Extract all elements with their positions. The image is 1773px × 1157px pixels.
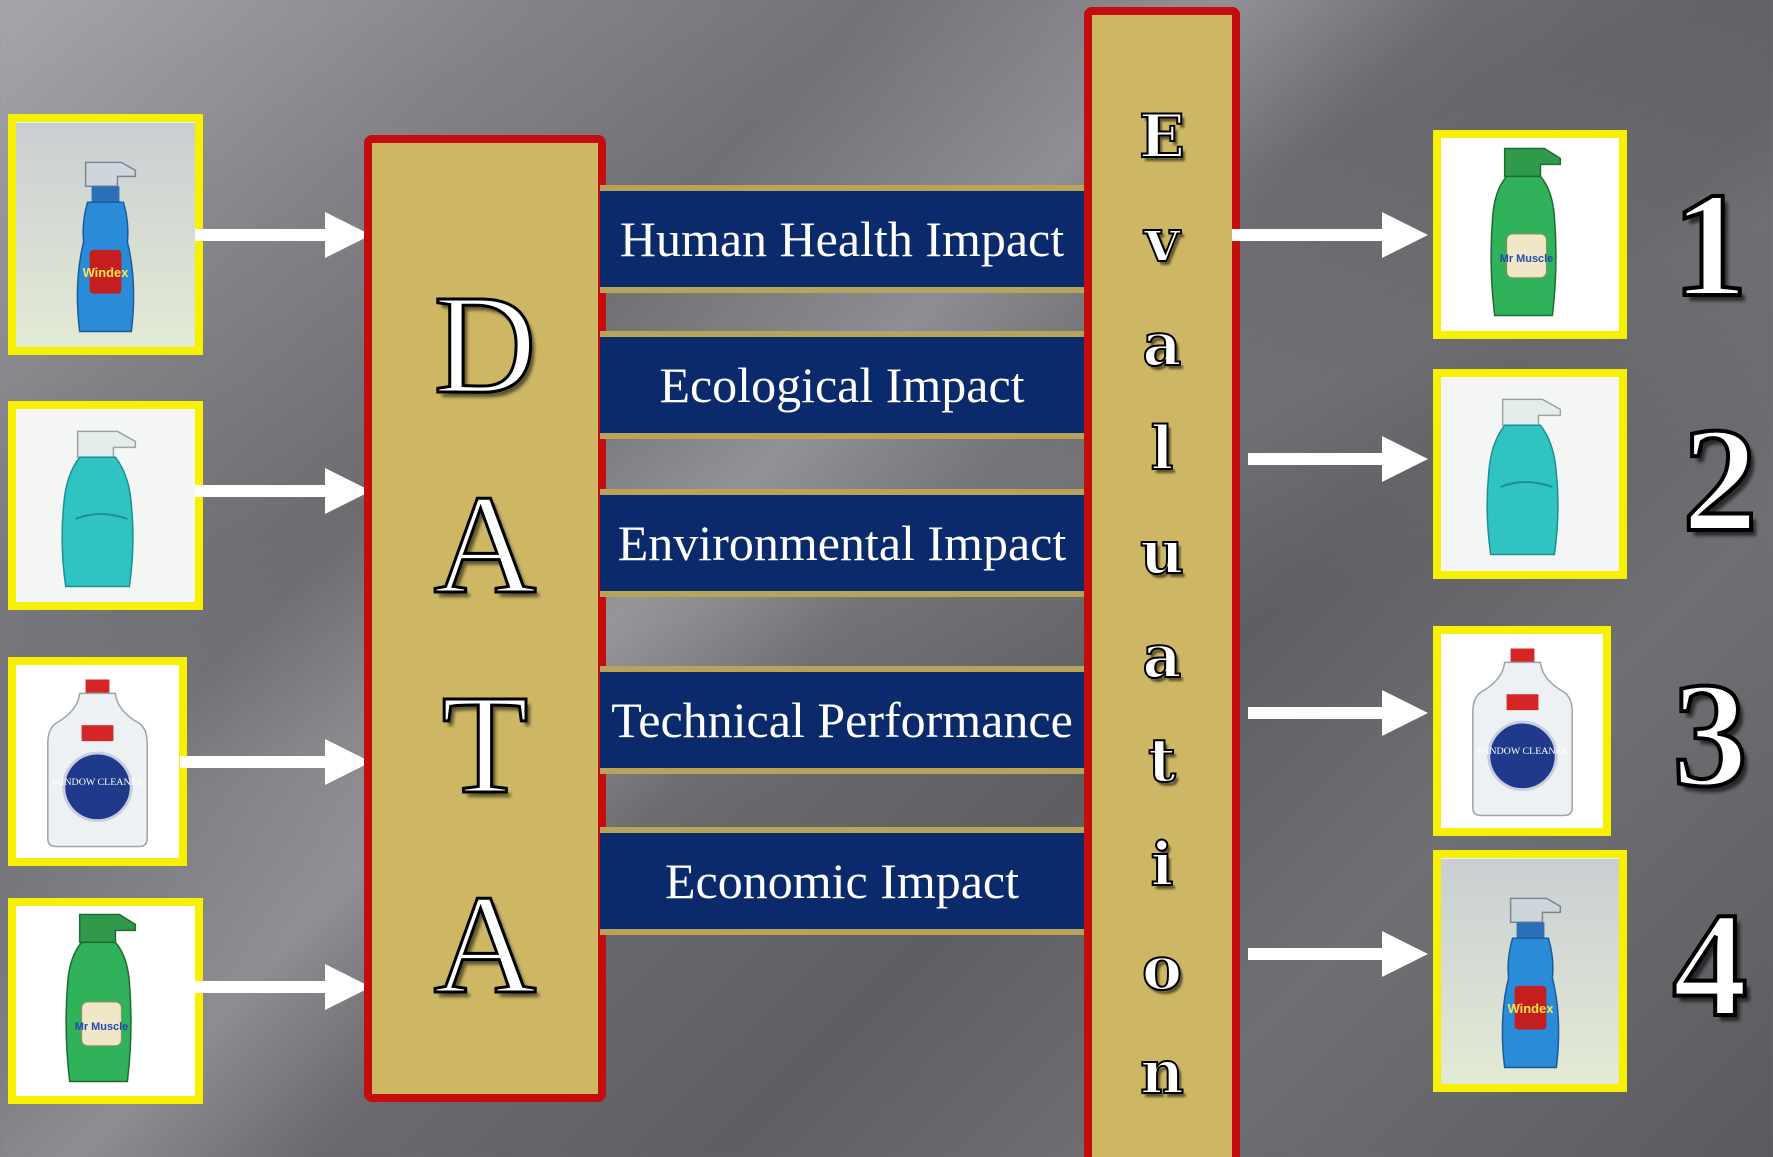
data-letter-t: T (440, 665, 530, 823)
criterion-ecological: Ecological Impact (600, 331, 1084, 439)
rank-number-3: 3 (1671, 652, 1750, 818)
rank-number-1: 1 (1671, 162, 1750, 328)
evaluation-letter-8: i (1150, 830, 1175, 900)
window-cleaner-label-text: WINDOW CLEANER (52, 776, 144, 787)
output-arrow-2 (1248, 436, 1428, 482)
data-letter-a1: A (432, 465, 538, 623)
evaluation-letter-2: v (1144, 206, 1181, 276)
data-letter-d: D (432, 265, 538, 423)
teal-spray-bottle-icon (16, 409, 195, 602)
input-arrow-4 (195, 964, 371, 1010)
data-column: D A T A (364, 135, 606, 1102)
mr-muscle-green-spray-bottle-icon: Mr Muscle (1441, 138, 1619, 331)
rank-number-2: 2 (1681, 397, 1760, 563)
rank-number-4: 4 (1671, 882, 1750, 1048)
ranked-product-1: Mr Muscle (1433, 130, 1627, 339)
input-arrow-1 (195, 212, 371, 258)
input-product-teal-bottle (8, 401, 203, 610)
output-arrow-1 (1232, 212, 1428, 258)
ranked-product-2 (1433, 369, 1627, 579)
input-product-window-cleaner-jug: WINDOW CLEANER (8, 657, 187, 866)
output-arrow-4 (1248, 931, 1428, 977)
mr-muscle-label-text: Mr Muscle (75, 1020, 128, 1032)
criterion-economic: Economic Impact (600, 827, 1084, 935)
evaluation-letter-4: l (1150, 414, 1175, 484)
evaluation-letter-10: n (1139, 1038, 1185, 1108)
rank-3-label-text: WINDOW CLEANER (1477, 745, 1569, 756)
data-letter-a2: A (432, 865, 538, 1023)
evaluation-letter-9: o (1141, 934, 1183, 1004)
criterion-technical-performance: Technical Performance (600, 666, 1084, 774)
evaluation-letter-7: t (1147, 726, 1177, 796)
teal-spray-bottle-icon (1441, 377, 1619, 571)
ranked-product-3: WINDOW CLEANER (1433, 626, 1611, 836)
input-product-mr-muscle: Mr Muscle (8, 898, 203, 1104)
criterion-human-health: Human Health Impact (600, 185, 1084, 293)
evaluation-letter-5: u (1139, 518, 1185, 588)
input-arrow-3 (180, 739, 371, 785)
criterion-environmental: Environmental Impact (600, 489, 1084, 597)
mr-muscle-green-spray-bottle-icon: Mr Muscle (16, 906, 195, 1096)
input-arrow-2 (195, 468, 371, 514)
rank-4-label-text: Windex (1508, 1000, 1555, 1015)
input-product-windex: Windex (8, 114, 203, 355)
evaluation-column: E v a l u a t i o n (1084, 7, 1240, 1157)
window-cleaner-jug-icon: WINDOW CLEANER (1441, 634, 1603, 828)
window-cleaner-jug-icon: WINDOW CLEANER (16, 665, 179, 858)
windex-blue-spray-bottle-icon: Windex (16, 122, 195, 347)
output-arrow-3 (1248, 690, 1428, 736)
windex-blue-spray-bottle-icon: Windex (1441, 858, 1619, 1084)
evaluation-letter-1: E (1138, 102, 1186, 172)
evaluation-letter-6: a (1142, 622, 1183, 692)
evaluation-letter-3: a (1142, 310, 1183, 380)
windex-label-text: Windex (83, 264, 130, 279)
rank-1-label-text: Mr Muscle (1500, 252, 1553, 264)
ranked-product-4: Windex (1433, 850, 1627, 1092)
